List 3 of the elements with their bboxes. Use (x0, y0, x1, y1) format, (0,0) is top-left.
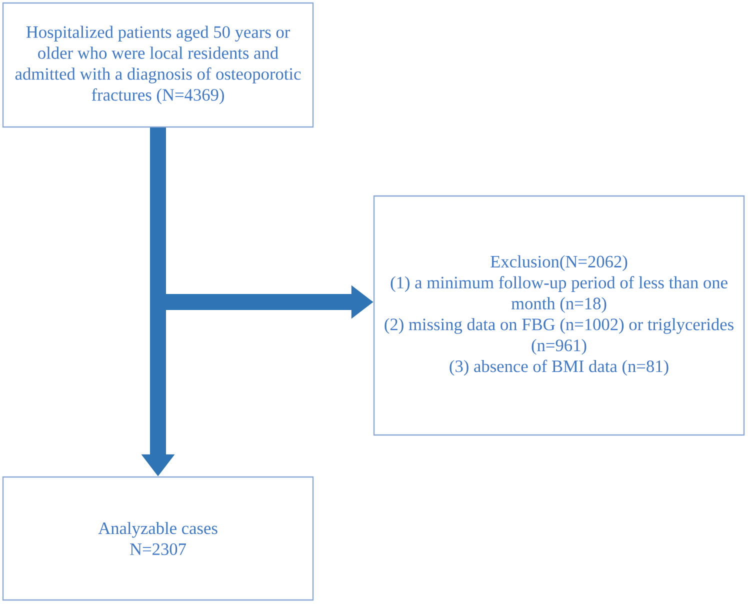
process-box: Hospitalized patients aged 50 years or older who were local residents and admitted with a diagnosis of osteoporotic fractures (N=4369) (2, 2, 314, 128)
process-box: Exclusion(N=2062) (1) a minimum follow-up period of less than one month (n=18) (2) missing data on FBG (n=1002) or triglycerides (n=961) (3) absence of BMI data (n=81) (373, 195, 745, 436)
process-box: Analyzable cases N=2307 (2, 476, 314, 601)
